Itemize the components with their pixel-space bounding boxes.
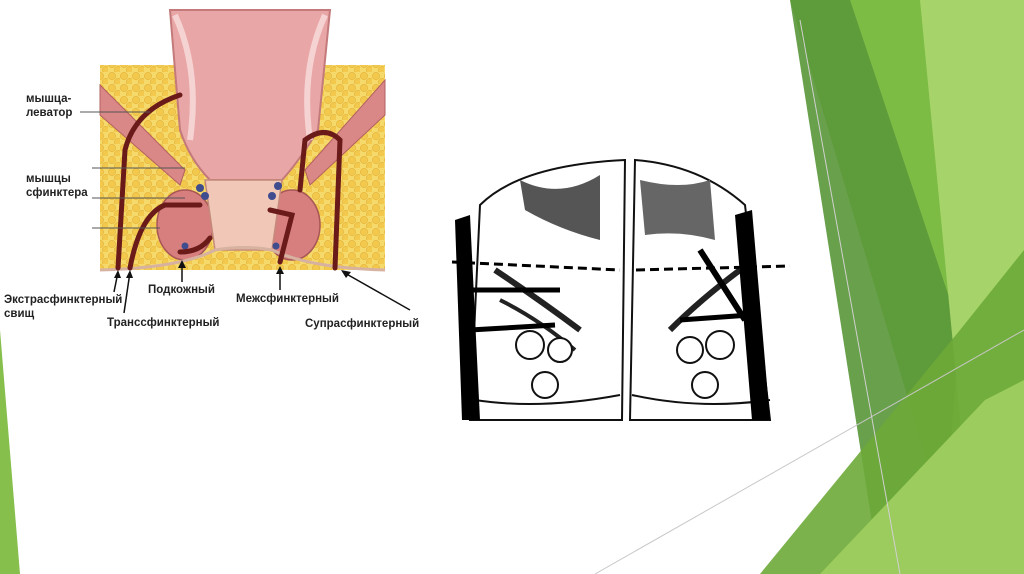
green-shape-bottom-light	[820, 380, 1024, 574]
section-right-half	[628, 158, 791, 421]
fistula-suprasphincteric	[297, 130, 343, 271]
skin-line	[474, 394, 621, 405]
sphincter-ring	[676, 336, 704, 364]
muscle-band	[667, 267, 742, 333]
gland	[274, 182, 282, 190]
label-sphincter: мышцы сфинктера	[26, 172, 88, 200]
sphincter-ring	[547, 337, 573, 363]
label-extrasphincteric-line2: свищ	[4, 308, 35, 320]
dashed-line	[451, 260, 621, 272]
arrowhead	[341, 270, 351, 278]
label-levator-line2: леватор	[26, 107, 73, 119]
arrowhead	[114, 270, 121, 278]
levator-muscle-left	[99, 83, 186, 186]
label-extrasphincteric-line1: Экстрасфинктерный	[4, 294, 123, 306]
label-suprasphincteric: Супрасфинктерный	[305, 318, 420, 330]
arrowhead	[178, 260, 186, 268]
arrow-transsphincteric	[123, 271, 131, 314]
section-left-half	[451, 158, 627, 421]
label-sphincter-line1: мышцы	[26, 173, 71, 185]
fistula-transsphincteric	[127, 202, 203, 271]
gland	[201, 192, 209, 200]
fistula-track	[697, 248, 748, 322]
label-extrasphincteric: Экстрасфинктерный свищ	[4, 293, 122, 321]
hatch	[520, 175, 600, 240]
skin	[99, 246, 386, 272]
levator-muscle-right	[304, 78, 386, 186]
label-levator: мышца- леватор	[26, 92, 72, 120]
sphincter-ring	[531, 371, 559, 399]
fistula-intersphincteric	[267, 207, 296, 265]
rectum-wall-left	[172, 13, 196, 141]
green-shape-left	[0, 330, 20, 574]
gland	[272, 242, 280, 250]
gland	[181, 242, 189, 250]
sphincter-ring	[691, 371, 719, 399]
label-transsphincteric: Транссфинктерный	[107, 317, 220, 329]
sphincter-ring	[515, 330, 545, 360]
fistula-bar	[735, 210, 770, 420]
muscle-band	[493, 267, 582, 333]
gland	[268, 192, 276, 200]
fistula-track	[679, 312, 751, 323]
dashed-line	[635, 264, 791, 272]
arrowhead	[126, 270, 133, 278]
sphincter-ring	[705, 330, 735, 360]
thin-line	[594, 329, 1024, 574]
label-sphincter-line2: сфинктера	[26, 187, 88, 199]
label-levator-line1: мышца-	[26, 93, 72, 105]
fistula-bar	[455, 215, 480, 420]
fistula-extrasphincteric	[115, 92, 183, 271]
fistula-subcutaneous	[177, 235, 213, 255]
thin-line-2	[799, 19, 901, 574]
arrow-suprasphincteric	[342, 271, 411, 311]
gland	[196, 184, 204, 192]
arrowhead	[276, 266, 284, 274]
hatch	[640, 180, 715, 240]
fistula-track	[469, 322, 556, 333]
rectum-wall-right	[304, 13, 328, 141]
label-subcutaneous: Подкожный	[148, 284, 215, 296]
label-intersphincteric: Межсфинктерный	[236, 293, 339, 305]
